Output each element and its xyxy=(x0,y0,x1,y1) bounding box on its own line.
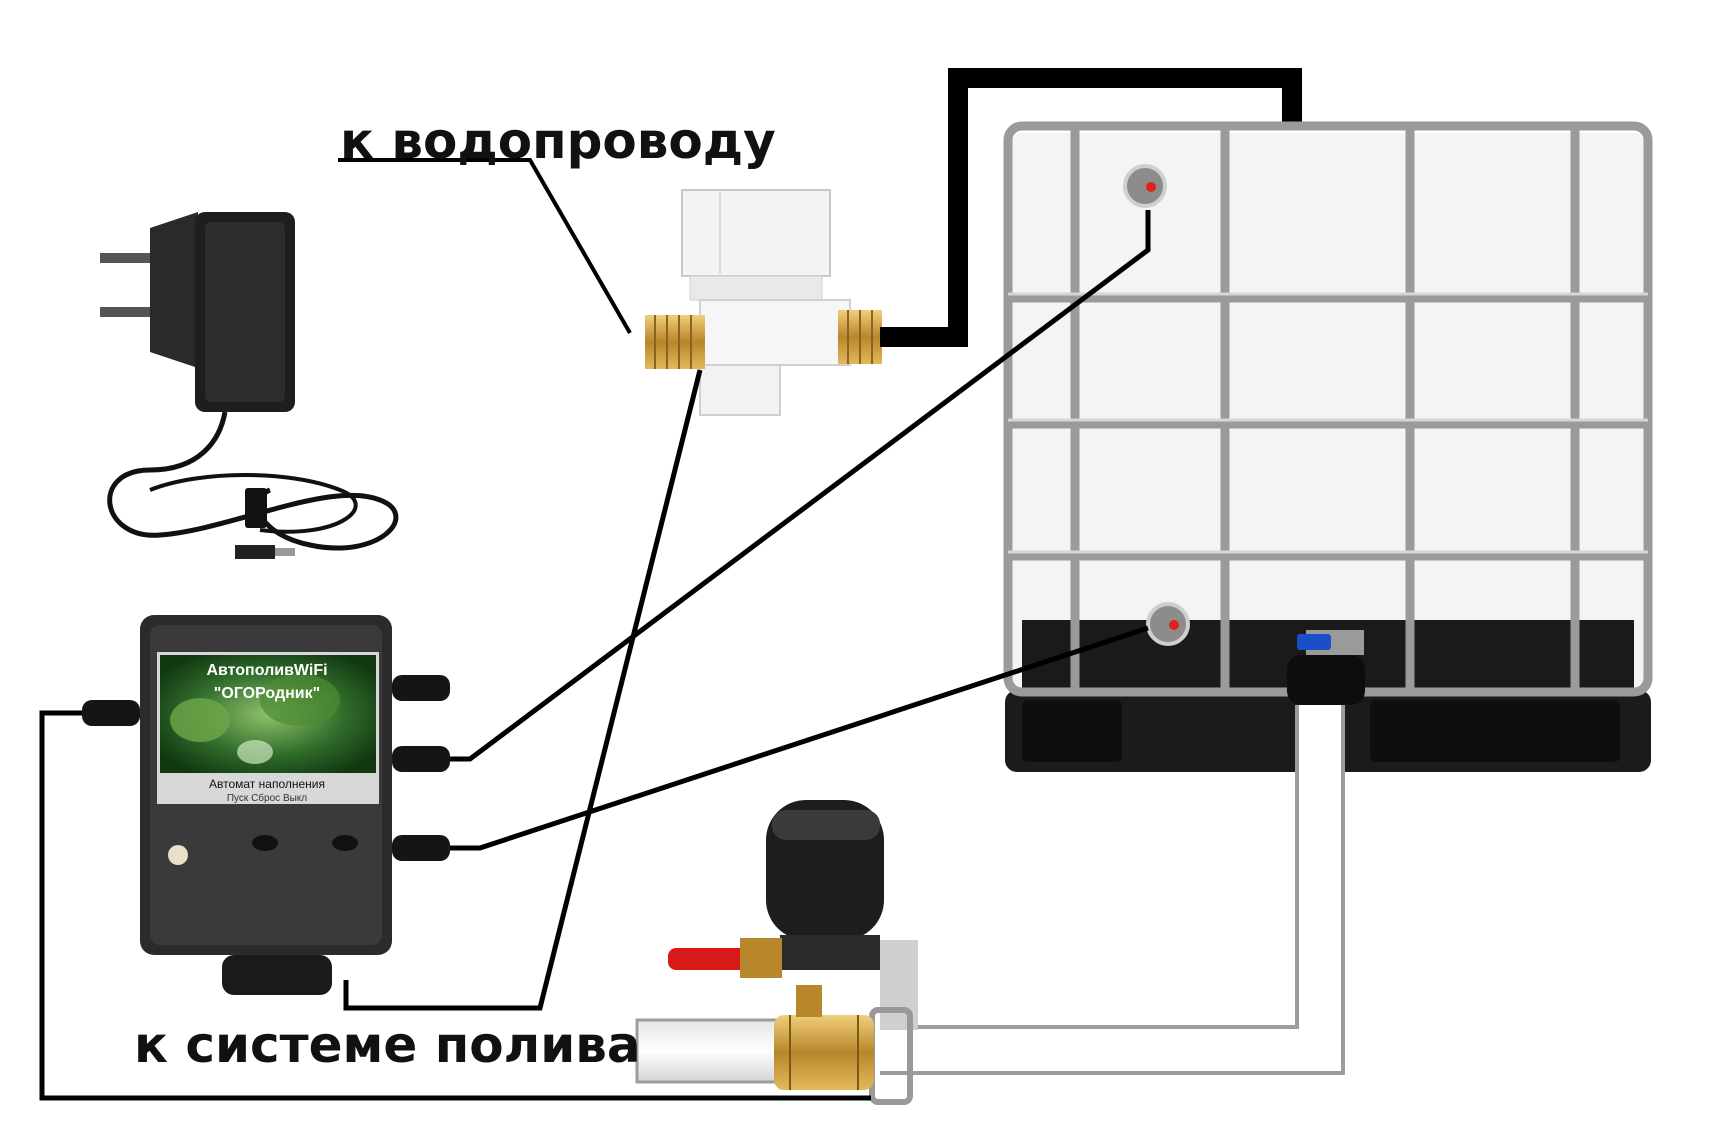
button-hole-2 xyxy=(332,835,358,851)
tank-body xyxy=(1012,133,1644,703)
controller-brand: "ОГОРодник" xyxy=(214,685,320,702)
solenoid-valve xyxy=(645,189,882,416)
controller-box: АвтополивWiFi "ОГОРодник" Автомат наполн… xyxy=(82,615,450,995)
cable-tie xyxy=(245,488,267,528)
wire-solenoid xyxy=(343,369,703,1011)
adapter-cable xyxy=(107,411,399,551)
status-led xyxy=(168,845,188,865)
tap-handle xyxy=(1297,634,1331,650)
label-to-irrigation: к системе полива xyxy=(134,1016,641,1074)
actuator-bracket xyxy=(780,935,880,970)
ball-valve-body xyxy=(774,1015,874,1090)
label-to-water-supply: к водопроводу xyxy=(340,112,776,170)
adapter-cable-loop xyxy=(149,473,358,534)
controller-subtitle: Автомат наполнения xyxy=(209,777,325,791)
plug-head xyxy=(150,212,198,368)
connector-sensor-low xyxy=(392,835,450,861)
power-adapter xyxy=(100,212,399,559)
wire-sensor-high xyxy=(450,210,1151,762)
adapter-face xyxy=(205,222,285,402)
water-tank xyxy=(1003,121,1653,772)
controller-base xyxy=(222,955,332,995)
wire-sensor-low xyxy=(450,625,1149,851)
supply-hose xyxy=(880,68,1302,347)
water-drop-highlight xyxy=(237,740,273,764)
button-hole-1 xyxy=(252,835,278,851)
solenoid-body xyxy=(699,299,851,366)
connector-power-in xyxy=(82,700,140,726)
controller-buttons-row: Пуск Сброс Выкл xyxy=(227,792,307,804)
solenoid-coil xyxy=(681,189,831,277)
solenoid-outlet xyxy=(699,364,781,416)
tap-outlet xyxy=(1287,655,1365,705)
sensor-low xyxy=(1146,602,1190,646)
pipe-inlet xyxy=(635,1018,789,1084)
plug-pin-bottom xyxy=(100,307,152,317)
dc-plug-tip xyxy=(275,548,295,556)
motorized-ball-valve xyxy=(668,800,918,1105)
signal-wires xyxy=(39,158,1151,1101)
irrigation-pipe xyxy=(880,705,1341,1071)
tank-cage xyxy=(1003,121,1653,697)
wire-motor-valve xyxy=(39,710,871,1101)
dc-plug xyxy=(235,545,275,559)
sensor-low-dot xyxy=(1169,620,1179,630)
sensor-high xyxy=(1123,164,1167,208)
controller-title: АвтополивWiFi xyxy=(206,662,327,679)
leader-water-supply xyxy=(338,158,632,335)
plug-pin-top xyxy=(100,253,152,263)
connector-top-right xyxy=(392,675,450,701)
connector-sensor-high xyxy=(392,746,450,772)
sensor-high-dot xyxy=(1146,182,1156,192)
